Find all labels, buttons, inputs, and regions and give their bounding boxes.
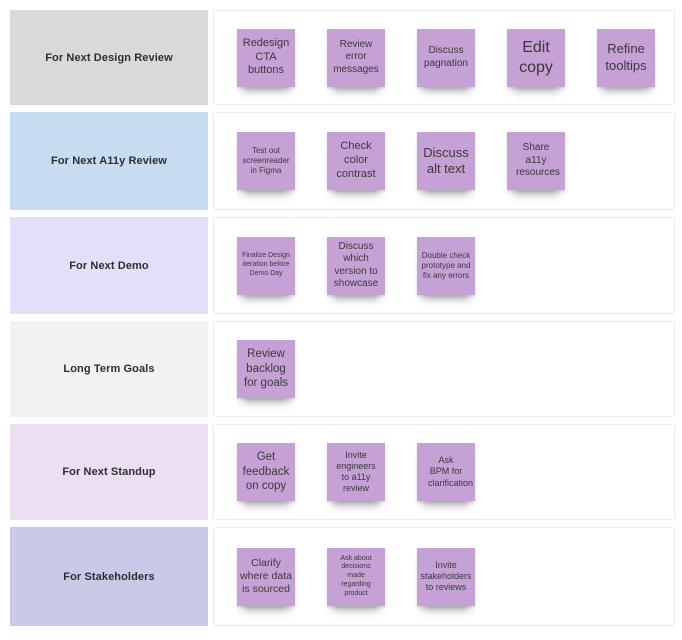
sticky-note[interactable]: Refine tooltips: [597, 28, 655, 87]
sticky-note-text: Test out screenreader in Figma: [242, 146, 290, 175]
sticky-note[interactable]: Check color contrast: [327, 132, 385, 190]
sticky-note[interactable]: Edit copy: [507, 28, 565, 87]
sticky-note-text: Check color contrast: [336, 140, 376, 180]
sticky-note[interactable]: Double check prototype and fix any error…: [417, 236, 475, 295]
sticky-note[interactable]: Discuss which version to showcase: [327, 236, 385, 295]
lane-title: For Next Standup: [62, 466, 156, 478]
sticky-note[interactable]: Discuss alt text: [417, 132, 475, 190]
lane-content-a11y-review: Test out screenreader in Figma Check col…: [213, 112, 675, 210]
lane-content-stakeholders: Clarify where data is sourced Ask about …: [213, 527, 675, 626]
lane-row-a11y-review: For Next A11y Review Test out screenread…: [10, 112, 675, 210]
lane-content-design-review: Redesign CTA buttons Review error messag…: [213, 10, 675, 105]
lane-label-a11y-review[interactable]: For Next A11y Review: [10, 112, 208, 210]
sticky-note[interactable]: Ask about decisions made regarding produ…: [327, 547, 385, 606]
lane-content-next-demo: Finalize Design iteration before Demo Da…: [213, 217, 675, 314]
sticky-note-text: Refine tooltips: [605, 41, 647, 73]
sticky-note[interactable]: Invite stakeholders to reviews: [417, 547, 475, 606]
lane-content-next-standup: Get feedback on copy Invite engineers to…: [213, 424, 675, 520]
sticky-note-text: Double check prototype and fix any error…: [421, 250, 471, 280]
sticky-note-text: Ask BPM for clarification: [428, 455, 474, 488]
sticky-note-text: Review error messages: [333, 38, 379, 75]
lane-label-next-demo[interactable]: For Next Demo: [10, 217, 208, 314]
lane-row-next-demo: For Next Demo Finalize Design iteration …: [10, 217, 675, 314]
sticky-note[interactable]: Review error messages: [327, 28, 385, 87]
sticky-note[interactable]: Finalize Design iteration before Demo Da…: [237, 236, 295, 295]
sticky-note-text: Ask about decisions made regarding produ…: [340, 554, 372, 597]
sticky-note-text: Finalize Design iteration before Demo Da…: [242, 252, 290, 277]
sticky-note[interactable]: Clarify where data is sourced: [237, 547, 295, 606]
lane-row-long-term-goals: Long Term Goals Review backlog for goals: [10, 321, 675, 417]
sticky-note-text: Discuss pagnation: [424, 45, 468, 69]
sticky-note-text: Share a11y resources: [516, 142, 560, 179]
sticky-note-text: Get feedback on copy: [242, 451, 290, 493]
sticky-note-text: Discuss which version to showcase: [333, 240, 379, 290]
lane-row-stakeholders: For Stakeholders Clarify where data is s…: [10, 527, 675, 626]
lane-label-long-term-goals[interactable]: Long Term Goals: [10, 321, 208, 417]
lane-label-design-review[interactable]: For Next Design Review: [10, 10, 208, 105]
sticky-note-text: Invite engineers to a11y review: [336, 449, 376, 494]
sticky-note-text: Discuss alt text: [423, 144, 469, 176]
sticky-note-text: Edit copy: [519, 38, 553, 76]
sticky-note[interactable]: Discuss pagnation: [417, 28, 475, 87]
sticky-note[interactable]: Invite engineers to a11y review: [327, 443, 385, 501]
lane-content-long-term-goals: Review backlog for goals: [213, 321, 675, 417]
sticky-note-text: Clarify where data is sourced: [240, 556, 292, 596]
lane-title: For Next Design Review: [45, 51, 173, 64]
lane-row-next-standup: For Next Standup Get feedback on copy In…: [10, 424, 675, 520]
sticky-note[interactable]: Review backlog for goals: [237, 340, 295, 398]
lane-title: For Next A11y Review: [51, 155, 167, 167]
kanban-board: For Next Design Review Redesign CTA butt…: [10, 10, 675, 626]
lane-title: Long Term Goals: [63, 363, 155, 375]
sticky-note[interactable]: Get feedback on copy: [237, 443, 295, 501]
sticky-note[interactable]: Share a11y resources: [507, 132, 565, 190]
sticky-note-text: Review backlog for goals: [243, 348, 289, 390]
sticky-note[interactable]: Redesign CTA buttons: [237, 28, 295, 87]
lane-title: For Stakeholders: [63, 570, 155, 583]
sticky-note-text: Redesign CTA buttons: [242, 36, 290, 77]
lane-label-next-standup[interactable]: For Next Standup: [10, 424, 208, 520]
sticky-note[interactable]: Ask BPM for clarification: [417, 443, 475, 501]
sticky-note-text: Invite stakeholders to reviews: [420, 559, 472, 593]
sticky-note[interactable]: Test out screenreader in Figma: [237, 132, 295, 190]
lane-label-stakeholders[interactable]: For Stakeholders: [10, 527, 208, 626]
lane-title: For Next Demo: [69, 259, 149, 272]
lane-row-design-review: For Next Design Review Redesign CTA butt…: [10, 10, 675, 105]
